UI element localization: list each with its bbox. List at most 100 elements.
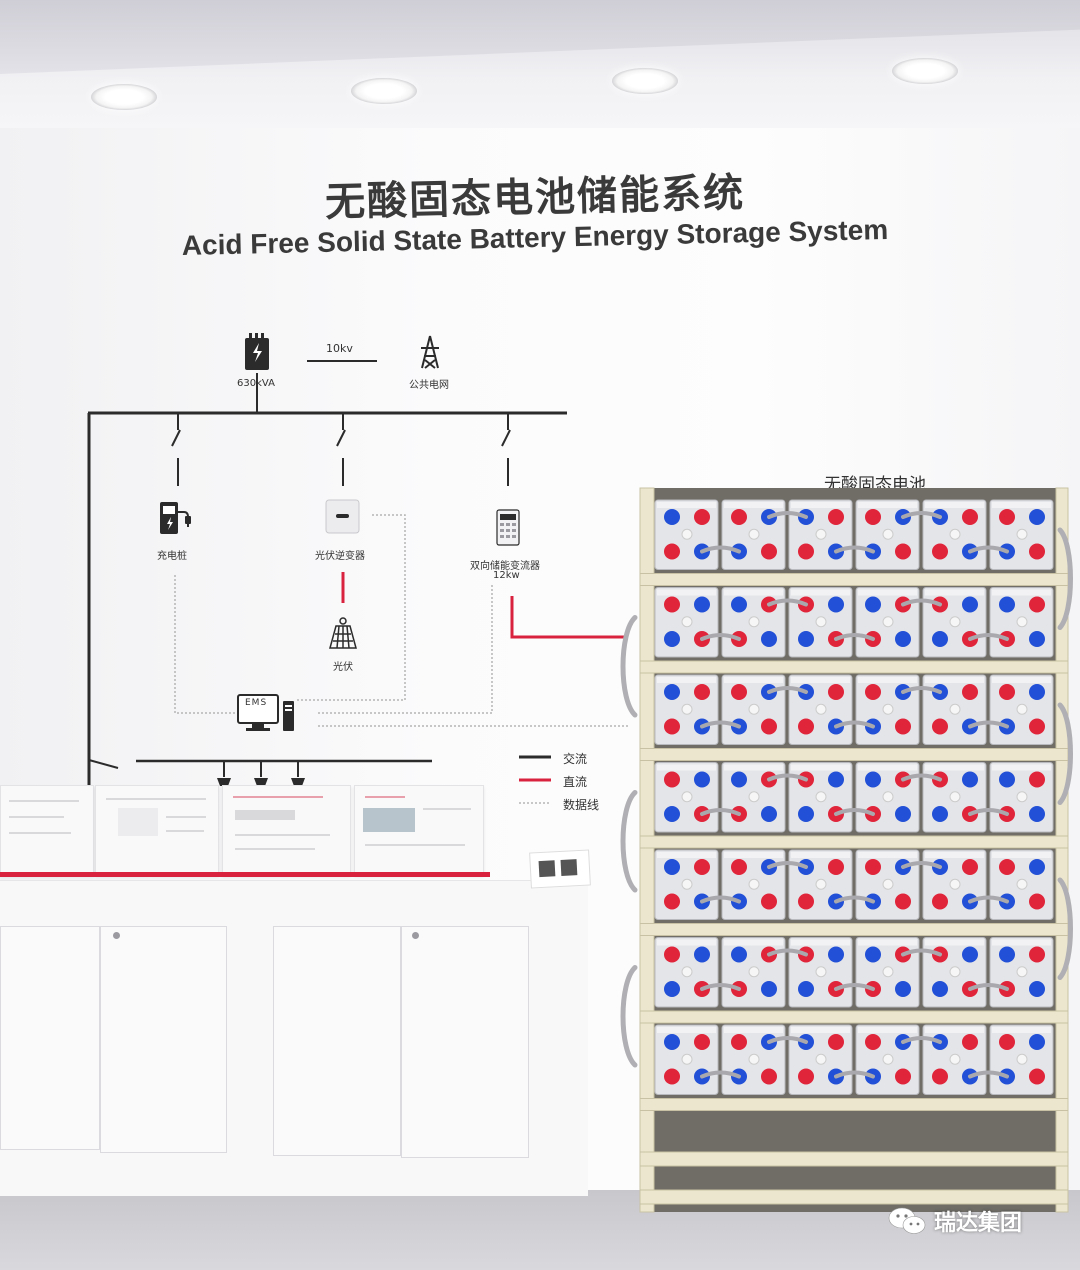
connecting-cable bbox=[968, 895, 1009, 904]
connecting-cable bbox=[968, 808, 1009, 816]
battery-cell bbox=[788, 937, 853, 1008]
terminal-post bbox=[798, 718, 814, 735]
battery-cell bbox=[654, 937, 719, 1008]
connecting-cable bbox=[834, 633, 875, 641]
terminal-post bbox=[895, 981, 911, 997]
battery-cell-lid bbox=[992, 677, 1051, 683]
pv-inverter-icon bbox=[325, 499, 360, 534]
brochure-panel bbox=[0, 785, 94, 875]
rack-base-rail bbox=[639, 1151, 1069, 1167]
vent-cap bbox=[1016, 616, 1028, 628]
battery-cell-lid bbox=[858, 677, 917, 683]
pcs-branch-switch bbox=[501, 413, 511, 486]
terminal-post bbox=[865, 946, 881, 963]
vent-cap bbox=[1016, 791, 1028, 803]
vent-cap bbox=[681, 703, 693, 715]
terminal-post bbox=[731, 946, 747, 963]
vent-cap bbox=[1016, 966, 1028, 978]
terminal-post bbox=[694, 771, 710, 788]
pcs-power-label: 12kw bbox=[493, 570, 520, 581]
brochure-panel bbox=[222, 785, 351, 875]
rack-shelf bbox=[639, 835, 1069, 849]
battery-cell-lid bbox=[791, 852, 850, 858]
battery-cell-lid bbox=[992, 852, 1051, 858]
terminal-post bbox=[664, 981, 680, 997]
rack-base-rail bbox=[639, 1189, 1069, 1205]
vent-cap bbox=[748, 966, 760, 978]
terminal-post bbox=[865, 859, 881, 875]
battery-cell bbox=[989, 674, 1054, 745]
battery-cell bbox=[922, 499, 987, 570]
terminal-post bbox=[664, 509, 680, 525]
terminal-post bbox=[1029, 893, 1045, 910]
vent-cap bbox=[748, 528, 760, 540]
terminal-post bbox=[694, 596, 710, 613]
vent-cap bbox=[748, 791, 760, 803]
vent-cap bbox=[882, 703, 894, 715]
vent-cap bbox=[815, 878, 827, 890]
battery-cell-lid bbox=[992, 589, 1051, 596]
terminal-post bbox=[694, 684, 710, 700]
vent-cap bbox=[949, 878, 961, 890]
pv-label: 光伏 bbox=[333, 662, 353, 673]
brochure-panels bbox=[0, 785, 490, 881]
rack-shelf bbox=[639, 660, 1069, 674]
ems-label: EMS bbox=[245, 698, 268, 708]
load-connector-icons bbox=[217, 761, 305, 786]
vent-cap bbox=[815, 616, 827, 628]
vent-cap bbox=[1016, 878, 1028, 890]
battery-cell-lid bbox=[858, 1027, 917, 1033]
terminal-post bbox=[731, 771, 747, 788]
watermark-text: 瑞达集团 bbox=[934, 1211, 1023, 1236]
battery-cell bbox=[855, 849, 920, 920]
vent-cap bbox=[748, 1053, 760, 1065]
terminal-post bbox=[828, 771, 844, 788]
ceiling-light bbox=[351, 78, 417, 104]
terminal-post bbox=[694, 946, 710, 963]
battery-cell bbox=[654, 1024, 719, 1095]
terminal-post bbox=[895, 631, 911, 647]
transformer-icon bbox=[245, 333, 269, 370]
row-link-cable bbox=[1057, 702, 1073, 805]
terminal-post bbox=[761, 806, 777, 822]
terminal-post bbox=[932, 806, 948, 822]
row-link-cable bbox=[1057, 877, 1073, 980]
vent-cap bbox=[681, 1053, 693, 1065]
connecting-cable bbox=[700, 983, 741, 991]
terminal-post bbox=[664, 946, 680, 963]
rack-shelf bbox=[639, 1010, 1069, 1024]
terminal-post bbox=[895, 543, 911, 560]
connecting-cable bbox=[767, 511, 808, 519]
battery-cell bbox=[654, 849, 719, 920]
battery-cell-lid bbox=[791, 1027, 850, 1033]
battery-cell bbox=[788, 587, 853, 658]
terminal-post bbox=[1029, 631, 1045, 647]
terminal-post bbox=[999, 771, 1015, 788]
battery-cell-lid bbox=[925, 1027, 984, 1033]
terminal-post bbox=[1029, 718, 1045, 735]
battery-cell-lid bbox=[657, 502, 716, 508]
battery-cell-lid bbox=[791, 764, 850, 771]
connecting-cable bbox=[834, 895, 875, 904]
battery-cell-lid bbox=[925, 939, 984, 946]
terminal-post bbox=[1029, 806, 1045, 822]
terminal-post bbox=[828, 596, 844, 613]
terminal-post bbox=[1029, 981, 1045, 997]
connecting-cable bbox=[901, 511, 942, 519]
vent-cap bbox=[949, 703, 961, 715]
vent-cap bbox=[748, 878, 760, 890]
terminal-post bbox=[895, 718, 911, 735]
terminal-post bbox=[1029, 543, 1045, 560]
battery-cell bbox=[721, 587, 786, 658]
connecting-cable bbox=[968, 633, 1009, 641]
terminal-post bbox=[798, 543, 814, 560]
terminal-post bbox=[1029, 596, 1045, 613]
battery-cell-lid bbox=[992, 1027, 1051, 1033]
vent-cap bbox=[949, 528, 961, 540]
battery-cell-lid bbox=[657, 852, 716, 858]
row-link-cable bbox=[1057, 527, 1073, 630]
battery-cell bbox=[654, 674, 719, 745]
pv-inverter-label: 光伏逆变器 bbox=[315, 551, 365, 562]
connecting-cable bbox=[901, 773, 942, 782]
terminal-post bbox=[895, 1068, 911, 1085]
